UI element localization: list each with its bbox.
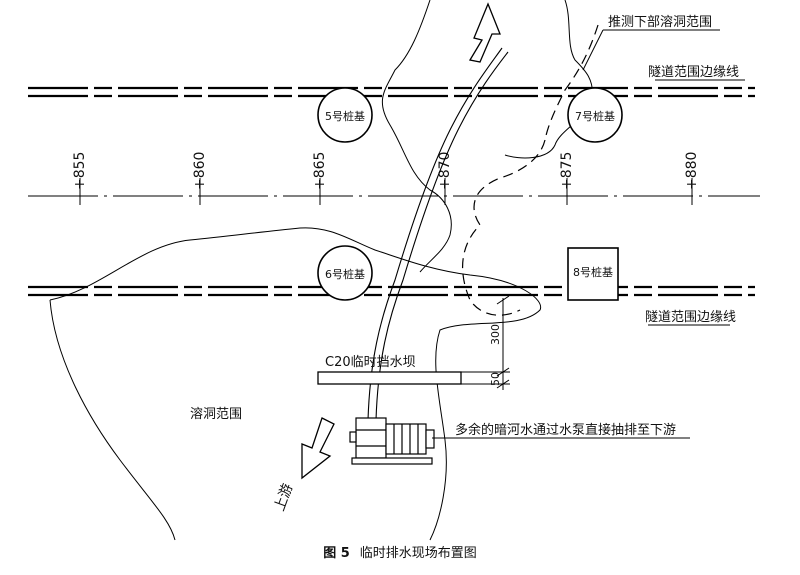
upstream-arrow	[301, 417, 335, 480]
upstream-label: 上游	[272, 482, 297, 514]
station-label: +860	[192, 152, 208, 190]
tunnel-boundary-label-top: 隧道范围边缘线	[648, 64, 739, 80]
outflow-arrow	[468, 2, 501, 63]
station-ticks	[79, 178, 693, 205]
station-labels: +855 +860 +865 +870 +875 +880	[72, 152, 700, 190]
pile-6: 6号桩基	[317, 245, 373, 301]
pile-6-label: 6号桩基	[325, 267, 365, 281]
pile-5: 5号桩基	[317, 87, 373, 143]
dim-50: 50	[489, 372, 502, 386]
leader-line-upper	[582, 29, 604, 71]
tunnel-boundary-bottom	[28, 285, 755, 297]
tunnel-boundary-top	[28, 86, 755, 98]
station-label: +865	[312, 152, 328, 190]
station-label: +880	[684, 152, 700, 190]
pile-5-label: 5号桩基	[325, 109, 365, 123]
dim-300: 300	[489, 324, 502, 345]
upper-karst-outline	[381, 0, 452, 273]
karst-range-outline	[49, 227, 542, 541]
karst-area-label: 溶洞范围	[190, 407, 242, 422]
pump-note: 多余的暗河水通过水泵直接抽排至下游	[455, 422, 676, 438]
water-pump	[349, 417, 435, 465]
c20-dam	[317, 371, 462, 385]
station-label: +875	[559, 152, 575, 190]
upper-karst-note: 推测下部溶洞范围	[608, 15, 712, 30]
figure-number: 图 5	[323, 546, 350, 561]
dam-label: C20临时挡水坝	[325, 355, 416, 370]
station-label: +855	[72, 152, 88, 190]
figure-title: 临时排水现场布置图	[359, 546, 477, 561]
station-label: +870	[437, 152, 453, 190]
drainage-pipe	[367, 47, 509, 421]
inferred-karst-dashed	[462, 24, 599, 316]
pile-7-label: 7号桩基	[575, 109, 615, 123]
tunnel-boundary-label-bottom: 隧道范围边缘线	[645, 309, 736, 325]
pile-8-label: 8号桩基	[573, 265, 613, 279]
figure-caption: 图 5 临时排水现场布置图	[0, 542, 800, 561]
dimension-lines	[461, 295, 510, 390]
pile-8: 8号桩基	[567, 247, 619, 301]
pile-7: 7号桩基	[567, 87, 623, 143]
